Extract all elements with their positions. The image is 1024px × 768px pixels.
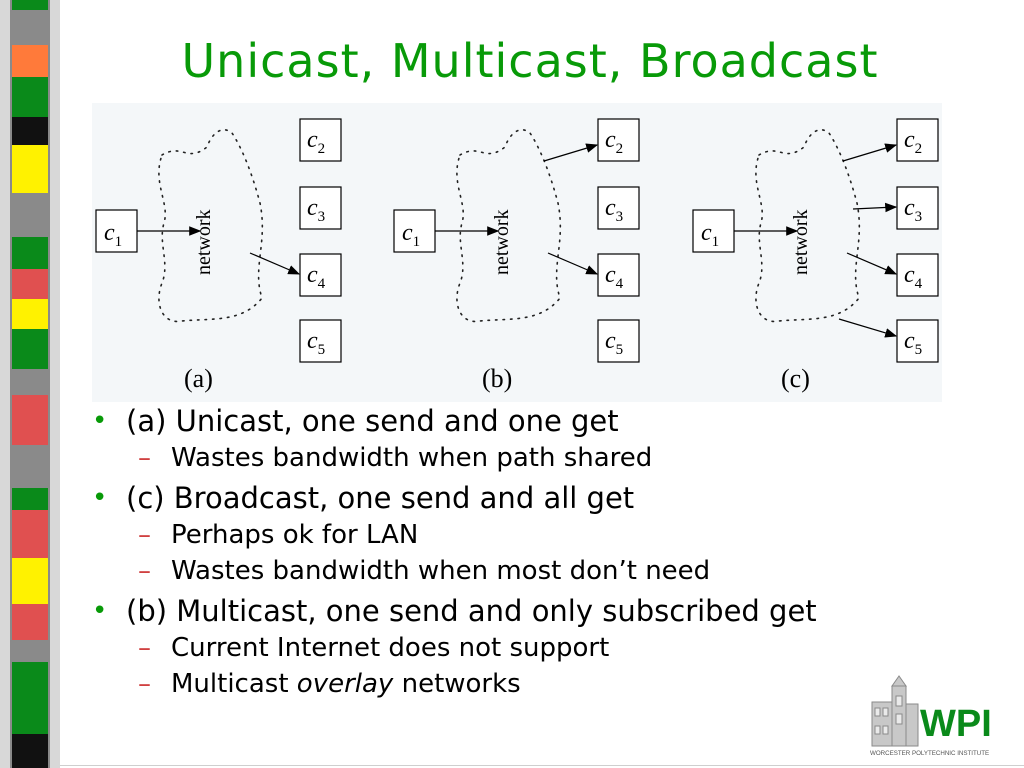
- panel-caption: (c): [781, 364, 810, 393]
- sub-bullet-text-post: networks: [393, 669, 521, 699]
- network-label: network: [193, 209, 215, 275]
- delivery-arrow: [249, 252, 301, 275]
- dash-icon: –: [138, 556, 151, 586]
- source-node-box: [692, 209, 735, 253]
- target-node-box: [896, 186, 939, 230]
- target-node-box: [299, 253, 342, 297]
- panel-caption: (b): [482, 364, 512, 393]
- sub-bullet-text-em: overlay: [296, 669, 394, 699]
- bullet-text: (b) Multicast, one send and only subscri…: [126, 594, 817, 628]
- bullet-dot-icon: •: [92, 596, 108, 626]
- sub-bullet-text: Perhaps ok for LAN: [171, 520, 419, 550]
- target-node-box: [896, 118, 939, 162]
- bullet-dot-icon: •: [92, 483, 108, 513]
- slide-title: Unicast, Multicast, Broadcast: [181, 34, 879, 88]
- dash-icon: –: [138, 443, 151, 473]
- target-node-box: [597, 319, 640, 363]
- target-node-box: [597, 186, 640, 230]
- source-node-box: [95, 209, 138, 253]
- bullet-text: (a) Unicast, one send and one get: [126, 404, 619, 438]
- decorative-sidebar: [0, 0, 60, 768]
- sub-bullet-text: Wastes bandwidth when most don’t need: [171, 556, 711, 586]
- dash-icon: –: [138, 520, 151, 550]
- target-node-box: [597, 118, 640, 162]
- bullet-text: (c) Broadcast, one send and all get: [126, 481, 635, 515]
- target-node-box: [896, 253, 939, 297]
- network-diagram: networkc1c2c3c4c5(a)networkc1c2c3c4c5(b)…: [92, 103, 942, 402]
- sub-bullet-item: – Multicast overlay networks: [90, 669, 990, 699]
- network-label: network: [790, 209, 812, 275]
- network-label: network: [491, 209, 513, 275]
- sub-bullet-item: – Wastes bandwidth when path shared: [90, 443, 990, 473]
- logo-subtitle: WORCESTER POLYTECHNIC INSTITUTE: [870, 750, 989, 757]
- panel-caption: (a): [184, 364, 213, 393]
- sub-bullet-item: – Wastes bandwidth when most don’t need: [90, 556, 990, 586]
- sub-bullet-text: Wastes bandwidth when path shared: [171, 443, 653, 473]
- target-node-box: [597, 253, 640, 297]
- bullet-dot-icon: •: [92, 406, 108, 436]
- sub-bullet-item: – Current Internet does not support: [90, 633, 990, 663]
- delivery-arrow: [842, 143, 898, 162]
- delivery-arrow: [846, 252, 898, 275]
- sub-bullet-text: Current Internet does not support: [171, 633, 610, 663]
- target-node-box: [896, 319, 939, 363]
- dash-icon: –: [138, 669, 151, 699]
- sub-bullet-text-pre: Multicast: [171, 669, 297, 699]
- dash-icon: –: [138, 633, 151, 663]
- delivery-arrow: [852, 202, 898, 213]
- source-node-box: [393, 209, 436, 253]
- target-node-box: [299, 319, 342, 363]
- bullet-item: • (c) Broadcast, one send and all get: [90, 482, 990, 514]
- logo-text: WPI: [920, 703, 992, 745]
- sub-bullet-item: – Perhaps ok for LAN: [90, 520, 990, 550]
- delivery-arrow: [838, 318, 898, 338]
- wpi-logo: WPI WORCESTER POLYTECHNIC INSTITUTE: [870, 675, 992, 757]
- bullet-list: • (a) Unicast, one send and one get – Wa…: [90, 404, 990, 699]
- bullet-item: • (a) Unicast, one send and one get: [90, 405, 990, 437]
- target-node-box: [299, 186, 342, 230]
- delivery-arrow: [547, 252, 599, 275]
- target-node-box: [299, 118, 342, 162]
- divider: [60, 765, 1024, 766]
- delivery-arrow: [543, 143, 599, 162]
- bullet-item: • (b) Multicast, one send and only subsc…: [90, 595, 990, 627]
